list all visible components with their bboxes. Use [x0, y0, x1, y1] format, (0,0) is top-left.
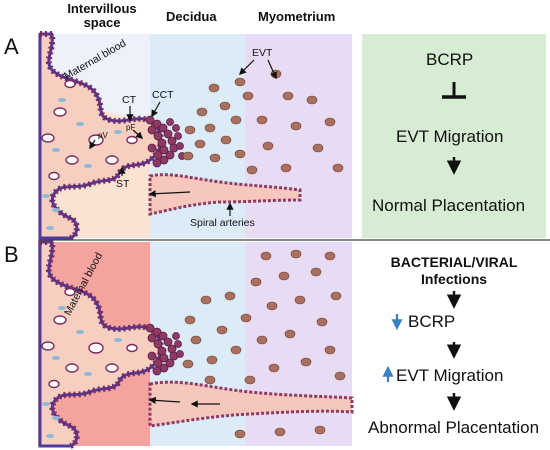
pf-label: pF — [126, 123, 136, 132]
arrows-a — [89, 59, 277, 216]
panel-b-letter: B — [4, 242, 19, 267]
green-summary-box — [362, 34, 546, 238]
evt-cells-a — [182, 69, 344, 175]
spiral-artery-b — [148, 380, 354, 428]
ct-label: CT — [122, 94, 136, 106]
evt-migration-b: EVT Migration — [396, 366, 504, 385]
blue-arrows — [382, 314, 403, 382]
cell-column-a — [145, 115, 186, 168]
evt-cells-b — [182, 249, 346, 439]
st-label: ST — [116, 178, 130, 190]
header-myometrium: Myometrium — [258, 9, 336, 24]
infection-label: BACTERIAL/VIRAL Infections — [390, 254, 518, 287]
pv-label: pV — [98, 131, 108, 140]
syncytium-layer-b — [40, 239, 164, 449]
villus-vessels-b — [41, 287, 138, 389]
normal-placentation: Normal Placentation — [372, 196, 526, 215]
panel-a-letter: A — [4, 34, 19, 59]
bcrp-b: BCRP — [408, 312, 456, 331]
spiral-artery-a — [148, 173, 302, 216]
syncytium-layer-a — [40, 31, 164, 241]
header-decidua: Decidua — [166, 9, 217, 24]
right-flow-symbols — [442, 82, 466, 411]
bcrp-a: BCRP — [426, 50, 474, 69]
header-intervillous: Intervillous space — [67, 1, 137, 30]
spiral-arteries-label: Spiral arteries — [190, 217, 255, 229]
myometrium-region-a — [245, 34, 352, 238]
villus-fibroblasts-b — [42, 306, 122, 438]
cct-label: CCT — [152, 89, 174, 101]
cell-column-b — [145, 323, 184, 376]
evt-migration-a: EVT Migration — [396, 127, 504, 146]
villus-fibroblasts-a — [42, 98, 122, 230]
evt-label: EVT — [252, 47, 273, 59]
abnormal-placentation: Abnormal Placentation — [368, 418, 540, 437]
arrows-b — [148, 396, 220, 408]
